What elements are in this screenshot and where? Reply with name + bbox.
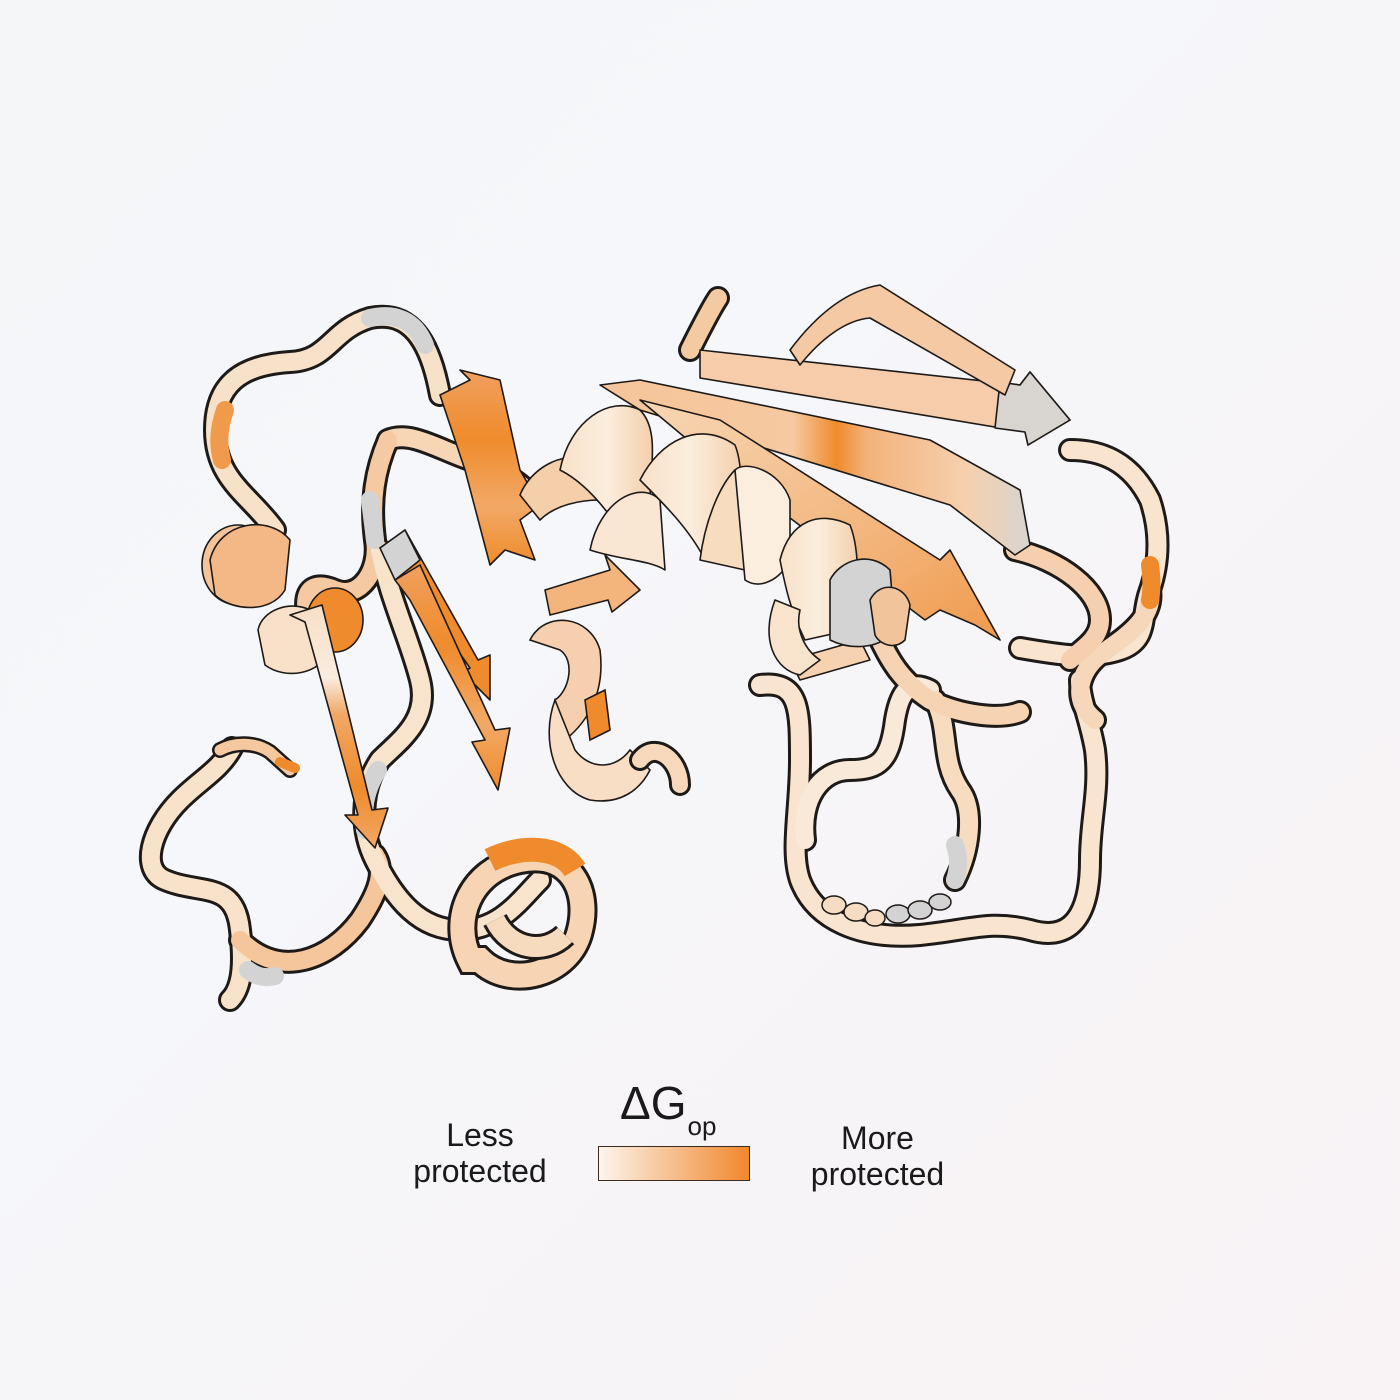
coil-loops xyxy=(138,286,1170,1012)
colorbar-frame xyxy=(598,1146,750,1181)
lower-helix xyxy=(447,837,598,991)
more-line2: protected xyxy=(810,1156,945,1192)
less-line2: protected xyxy=(413,1153,547,1189)
n-terminus xyxy=(212,736,300,778)
main-helix xyxy=(519,404,911,676)
more-line1: More xyxy=(841,1120,914,1156)
mid-small-helix xyxy=(528,619,691,802)
colorbar-gradient xyxy=(598,1146,750,1181)
legend-title-main: ΔG xyxy=(620,1077,687,1129)
less-line1: Less xyxy=(446,1117,514,1153)
left-helix xyxy=(201,523,364,675)
legend-title-sub: op xyxy=(687,1111,717,1141)
legend-more-protected: More protected xyxy=(790,1120,965,1192)
legend-title: ΔGop xyxy=(620,1077,716,1141)
legend-less-protected: Less protected xyxy=(395,1117,565,1189)
